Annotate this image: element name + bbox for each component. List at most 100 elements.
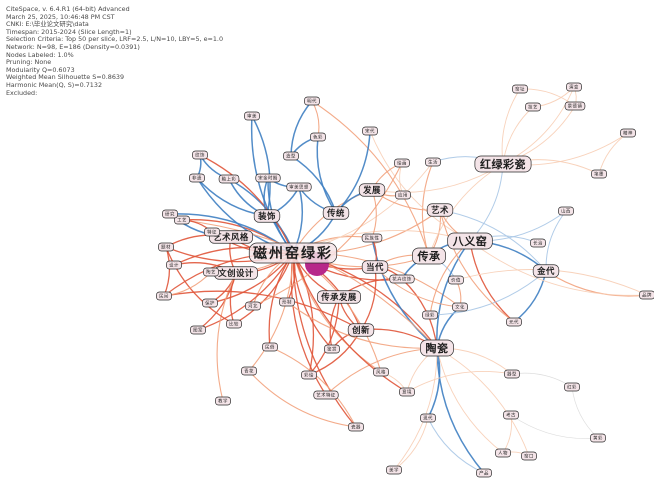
network-edge xyxy=(439,209,547,272)
network-node[interactable]: 产品 xyxy=(476,468,492,478)
network-edge xyxy=(513,270,547,323)
network-edge xyxy=(252,162,403,307)
network-node[interactable]: 图案 xyxy=(190,325,206,335)
network-node[interactable]: 风格 xyxy=(373,367,389,377)
network-node[interactable]: 陶艺 xyxy=(203,267,219,277)
network-node[interactable]: 金代 xyxy=(532,264,560,278)
network-node[interactable]: 保护 xyxy=(202,298,218,308)
network-node[interactable]: 比较 xyxy=(226,319,242,329)
network-edge xyxy=(371,189,377,239)
node-label-box xyxy=(425,157,441,167)
node-label-box xyxy=(361,260,389,274)
network-node[interactable]: 纹饰 xyxy=(192,150,208,160)
network-node[interactable]: 艺术风格 xyxy=(209,230,253,244)
network-edge xyxy=(393,347,438,471)
network-node[interactable]: 长治 xyxy=(530,238,546,248)
network-node[interactable]: 传承发展 xyxy=(317,290,361,304)
network-node[interactable]: 瓷器 xyxy=(348,422,364,432)
node-label-box xyxy=(447,232,493,250)
network-node[interactable]: 特征 xyxy=(204,227,220,237)
network-node[interactable]: 考古 xyxy=(503,410,519,420)
network-node[interactable]: 宋金时期 xyxy=(255,173,281,183)
network-node[interactable]: 红绿彩瓷 xyxy=(474,155,532,173)
meta-line-7: Nodes Labeled: 1.0% xyxy=(6,50,74,59)
network-node[interactable]: 价值 xyxy=(448,275,464,285)
network-node[interactable]: 研究 xyxy=(162,209,178,219)
node-label-box xyxy=(521,451,537,461)
network-node[interactable]: 窑口 xyxy=(521,451,537,461)
network-node[interactable]: 应用 xyxy=(395,190,411,200)
node-label: 民间 xyxy=(159,293,169,300)
node-label: 技艺 xyxy=(528,104,538,111)
network-node[interactable]: 色彩 xyxy=(310,132,326,142)
network-node[interactable]: 器型 xyxy=(504,369,520,379)
network-node[interactable]: 花卉纹饰 xyxy=(389,274,415,284)
network-node[interactable]: 教学 xyxy=(215,396,231,406)
node-label-box xyxy=(512,84,528,94)
node-label-box xyxy=(158,242,174,252)
network-node[interactable]: 黄彩 xyxy=(590,433,606,443)
network-node[interactable]: 彩绘 xyxy=(301,370,317,380)
network-node[interactable]: 非遗 xyxy=(189,173,205,183)
network-node[interactable]: 民族性 xyxy=(361,233,383,243)
network-node[interactable]: 装饰 xyxy=(253,209,281,223)
network-node[interactable]: 品牌 xyxy=(639,290,654,300)
network-node[interactable]: 意境 xyxy=(399,387,415,397)
network-node[interactable]: 现代 xyxy=(420,413,436,423)
node-label-box xyxy=(506,317,522,327)
network-node[interactable]: 创新 xyxy=(347,323,375,337)
network-node[interactable]: 景德镇 xyxy=(564,101,586,111)
network-node[interactable]: 八义窑 xyxy=(447,232,493,250)
network-node[interactable]: 窑址 xyxy=(512,84,528,94)
network-node[interactable]: 民俗 xyxy=(262,342,278,352)
node-label: 釉上彩 xyxy=(222,176,237,183)
network-node[interactable]: 磁州窑绿彩 xyxy=(248,242,338,264)
network-node[interactable]: 精神 xyxy=(620,128,636,138)
network-node[interactable]: 人物 xyxy=(495,448,511,458)
network-node[interactable]: 审美思想 xyxy=(286,182,312,192)
network-node[interactable]: 工艺 xyxy=(174,215,190,225)
network-node[interactable]: 生活 xyxy=(425,157,441,167)
node-label: 景德镇 xyxy=(568,103,583,110)
network-node[interactable]: 当代 xyxy=(361,260,389,274)
node-label-box xyxy=(426,203,454,217)
network-edge xyxy=(292,252,315,376)
network-node[interactable]: 绿彩 xyxy=(422,310,438,320)
node-label: 比较 xyxy=(229,321,239,328)
network-edge xyxy=(269,346,357,428)
network-node[interactable]: 题材 xyxy=(158,242,174,252)
network-node[interactable]: 造型 xyxy=(283,151,299,161)
network-node[interactable]: 传承 xyxy=(412,247,446,265)
meta-line-9: Modularity Q=0.6073 xyxy=(6,65,75,74)
network-node[interactable]: 陶瓷 xyxy=(420,339,454,357)
network-node[interactable]: 山西 xyxy=(558,206,574,216)
network-node[interactable]: 美学 xyxy=(386,465,402,475)
network-node[interactable]: 宋代 xyxy=(362,126,378,136)
network-node[interactable]: 艺术 xyxy=(426,203,454,217)
network-node[interactable]: 技艺 xyxy=(525,102,541,112)
meta-line-4: Timespan: 2015-2024 (Slice Length=1) xyxy=(6,27,132,36)
node-label-box xyxy=(255,173,281,183)
network-node[interactable]: 传统 xyxy=(322,206,350,220)
network-node[interactable]: 釉上彩 xyxy=(218,174,240,184)
network-node[interactable]: 绘画 xyxy=(394,158,410,168)
network-node[interactable]: 河北 xyxy=(245,301,261,311)
network-node[interactable]: 红彩 xyxy=(564,382,580,392)
network-node[interactable]: 鉴赏 xyxy=(324,344,340,354)
network-node[interactable]: 艺术特征 xyxy=(313,390,339,400)
network-node[interactable]: 形制 xyxy=(279,297,295,307)
network-node[interactable]: 审美 xyxy=(244,111,260,121)
node-label-box xyxy=(262,342,278,352)
network-node[interactable]: 笔墨 xyxy=(591,169,607,179)
network-node[interactable]: 文化 xyxy=(452,302,468,312)
network-node[interactable]: 发展 xyxy=(358,183,386,197)
node-label: 装饰 xyxy=(257,211,276,221)
network-node[interactable]: 设计 xyxy=(166,260,182,270)
network-node[interactable]: 文创设计 xyxy=(214,266,258,280)
node-label: 山西 xyxy=(561,208,571,215)
network-node[interactable]: 演变 xyxy=(566,82,582,92)
network-node[interactable]: 青花 xyxy=(241,366,257,376)
network-node[interactable]: 明代 xyxy=(304,96,320,106)
network-node[interactable]: 元代 xyxy=(506,317,522,327)
network-node[interactable]: 民间 xyxy=(156,291,172,301)
